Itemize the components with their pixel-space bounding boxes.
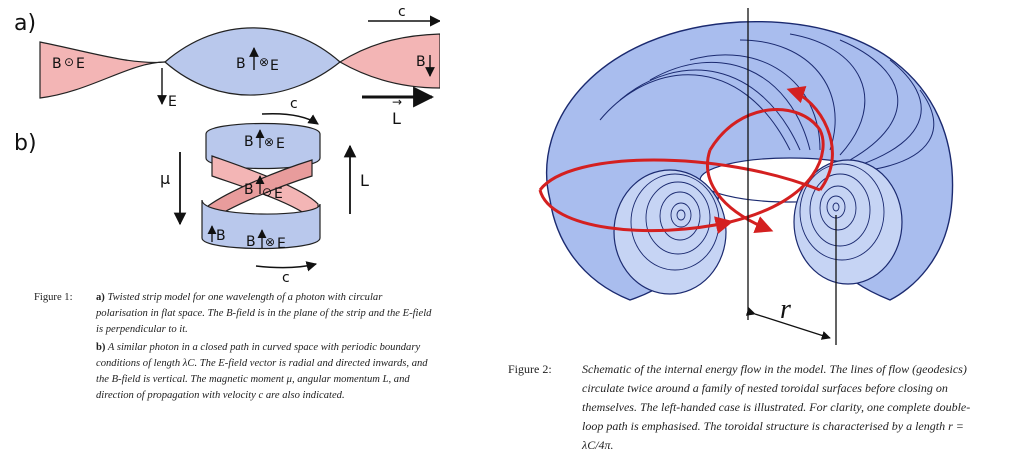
figure-2-number: Figure 2: — [508, 362, 552, 376]
radius-label: r — [780, 294, 791, 325]
closed-top-b: B — [244, 134, 254, 150]
double-loop-path — [538, 86, 834, 234]
closed-top-cross: ⊗ — [264, 135, 274, 149]
torus-diagram: r — [538, 8, 954, 345]
strip-label-b-right: B — [416, 54, 426, 70]
figure-2-caption-text: Schematic of the internal energy flow in… — [582, 362, 971, 452]
figure-1-diagram: a) B ⊙ E B ⊗ E B E c L → b) B ⊗ E B ⊙ E … — [14, 4, 442, 286]
caption-a-paragraph: a) Twisted strip model for one wavelengt… — [96, 290, 434, 338]
radius-arrow — [745, 307, 831, 340]
caption-b-paragraph: b) A similar photon in a closed path in … — [96, 340, 434, 404]
twisted-strip — [39, 27, 441, 99]
strip-label-e-mid: E — [270, 58, 279, 74]
label-b: b) — [14, 131, 37, 156]
figure-2-caption: Figure 2: Schematic of the internal ener… — [508, 360, 978, 457]
closed-mid-dot: ⊙ — [262, 185, 272, 199]
strip-label-b-left: B — [52, 56, 62, 72]
strip-label-e-left: E — [76, 56, 85, 72]
strip-label-b-mid: B — [236, 56, 246, 72]
c-label-top: c — [398, 4, 406, 20]
caption-a-tag: a) — [96, 292, 105, 303]
c-label-closed-bottom: c — [282, 270, 290, 286]
figure-1: a) B ⊙ E B ⊗ E B E c L → b) B ⊗ E B ⊙ E … — [0, 0, 442, 464]
e-label-below: E — [168, 94, 177, 110]
cross-symbol: ⊗ — [259, 55, 269, 69]
closed-bot-b1: B — [216, 228, 226, 244]
figure-2: r — [490, 0, 1024, 464]
c-arrow-closed-top — [261, 112, 319, 125]
caption-b-tag: b) — [96, 342, 106, 353]
strip-bottom-band — [201, 199, 321, 250]
l-label: L — [392, 109, 401, 128]
label-a: a) — [14, 11, 36, 36]
closed-bot-b2: B — [246, 234, 256, 250]
closed-bot-e: E — [277, 236, 286, 252]
cross-section-right — [793, 159, 903, 285]
c-arrow-closed-bottom — [255, 261, 318, 272]
closed-bot-cross: ⊗ — [265, 235, 275, 249]
caption-b-text: A similar photon in a closed path in cur… — [96, 342, 428, 401]
closed-mid-e: E — [274, 186, 283, 202]
figure-1-number: Figure 1: — [34, 292, 73, 303]
c-label-closed-top: c — [290, 96, 298, 112]
strip-segment-middle — [164, 27, 341, 96]
mu-label: μ — [160, 169, 170, 188]
dot-symbol: ⊙ — [64, 55, 74, 69]
caption-a-text: Twisted strip model for one wavelength o… — [96, 292, 432, 335]
closed-top-e: E — [276, 136, 285, 152]
closed-mid-b: B — [244, 182, 254, 198]
cross-section-left — [613, 169, 727, 295]
figure-1-caption: Figure 1: a) Twisted strip model for one… — [34, 290, 434, 406]
l-label-vertical: L — [360, 171, 369, 190]
l-vec-mark: → — [392, 95, 402, 109]
